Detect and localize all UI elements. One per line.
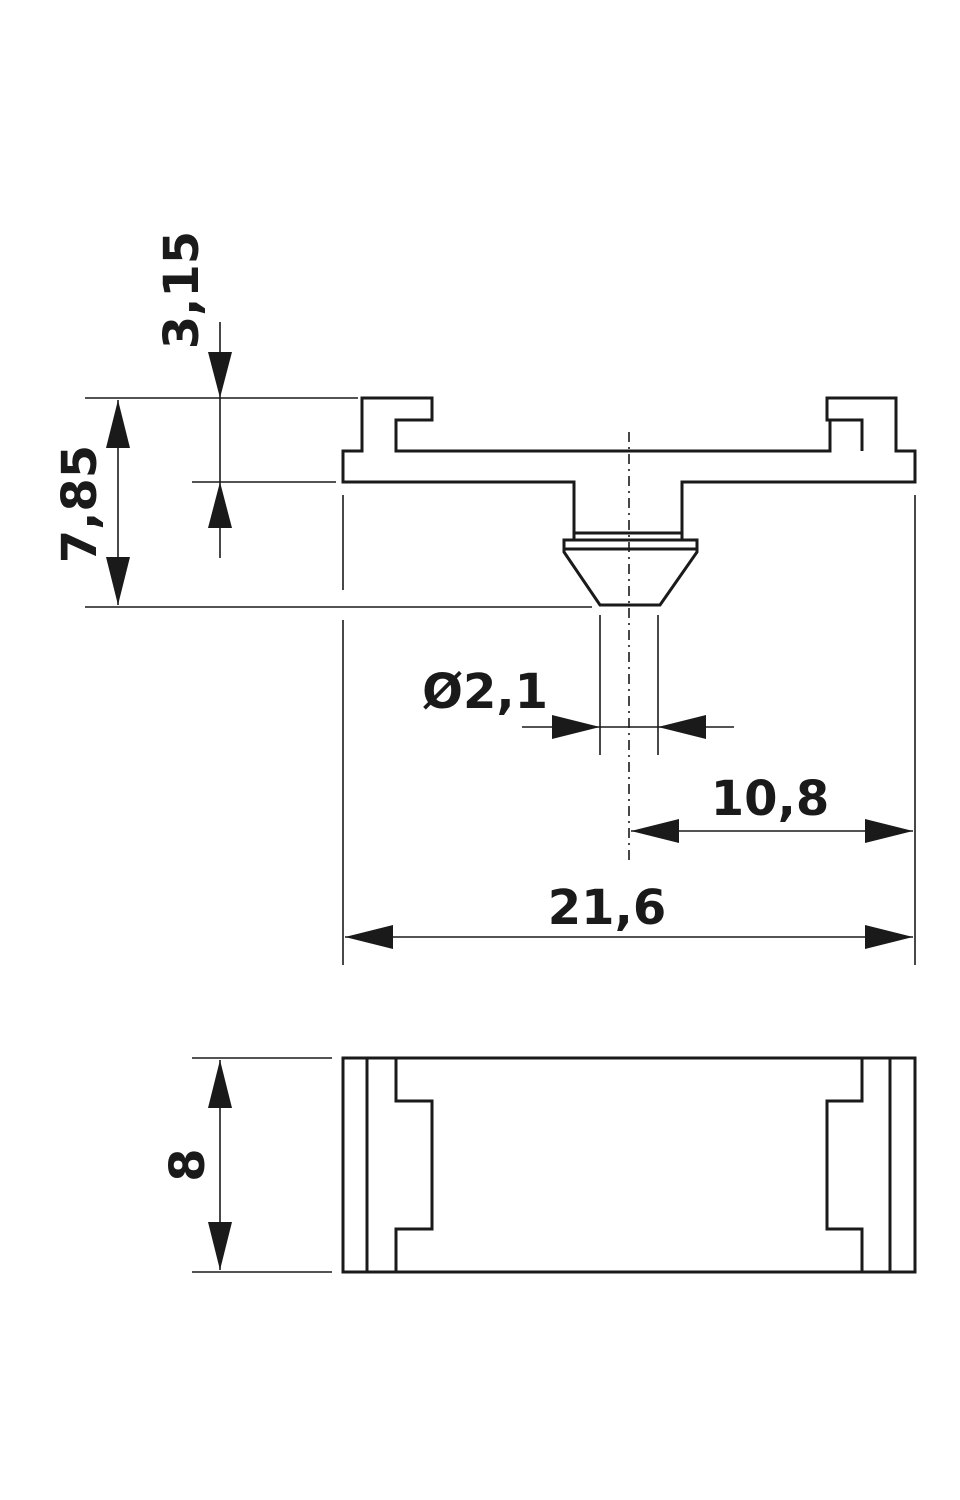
arrow-up-icon [106, 400, 130, 448]
cone-pin [562, 538, 699, 607]
dimension-total-width: 21,6 [345, 880, 913, 949]
arrow-up-icon [208, 1060, 232, 1108]
arrow-down-icon [208, 352, 232, 398]
arrow-right-icon [865, 925, 913, 949]
dimension-depth: 8 [160, 1057, 332, 1273]
dim-label-7-85: 7,85 [52, 445, 108, 563]
arrow-right-icon [552, 715, 600, 739]
arrow-left-icon [658, 715, 706, 739]
arrow-right-icon [865, 819, 913, 843]
dim-label-8: 8 [160, 1148, 216, 1181]
arrow-down-icon [106, 557, 130, 605]
dimension-half-width: 10,8 [342, 495, 916, 965]
arrow-left-icon [631, 819, 679, 843]
front-view [341, 396, 917, 860]
dim-label-10-8: 10,8 [711, 771, 829, 827]
front-view-outline [341, 396, 917, 535]
dim-label-diameter: Ø2,1 [422, 664, 548, 720]
top-view [341, 1056, 917, 1274]
top-view-left-clip [394, 1058, 434, 1272]
dim-label-3-15: 3,15 [154, 231, 210, 349]
dimension-diameter: Ø2,1 [422, 664, 734, 739]
dimension-height: 7,85 3,15 [52, 231, 592, 608]
arrow-up-icon [208, 482, 232, 528]
arrow-down-icon [208, 1222, 232, 1270]
right-clip-leg [830, 418, 864, 451]
top-view-outline [341, 1056, 917, 1274]
top-view-right-clip [825, 1058, 864, 1272]
dim-label-21-6: 21,6 [548, 880, 666, 936]
arrow-left-icon [345, 925, 393, 949]
